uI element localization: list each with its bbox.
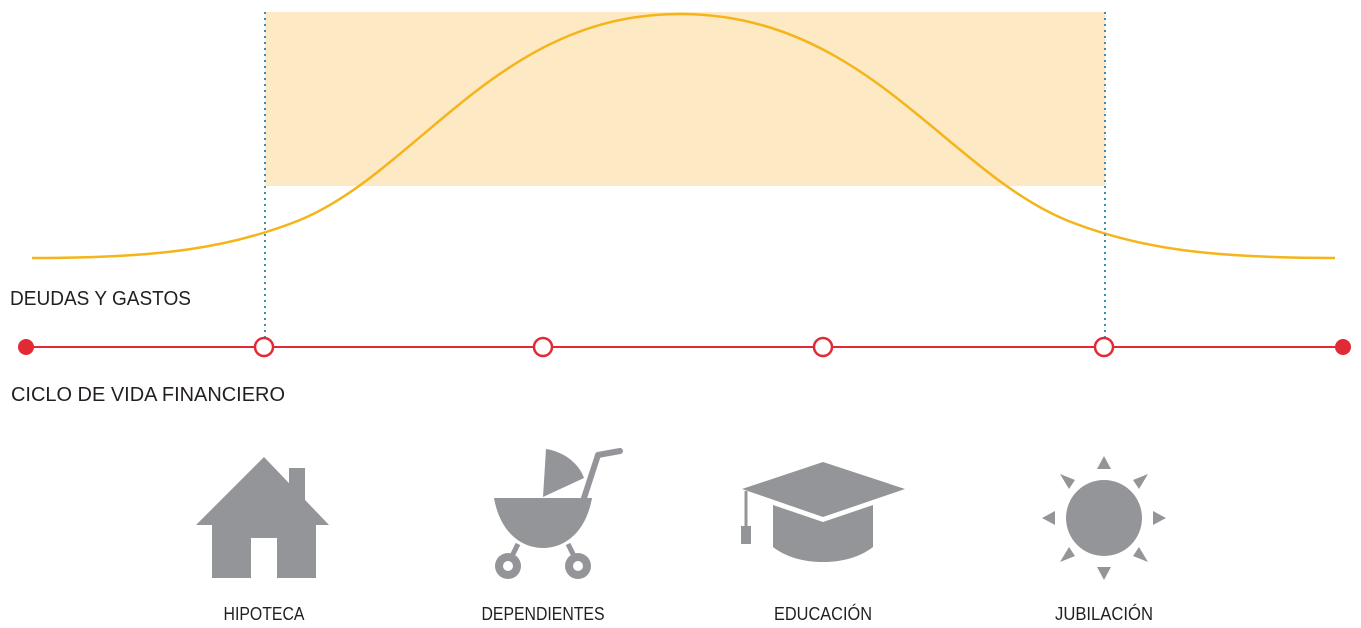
timeline-end-dot	[1335, 339, 1351, 355]
sun-icon	[1042, 456, 1166, 580]
house-icon	[196, 457, 329, 578]
stage-label-educacion: EDUCACIÓN	[774, 603, 872, 624]
debt-curve	[31, 12, 1336, 260]
timeline-node	[532, 336, 554, 358]
timeline-node	[1093, 336, 1115, 358]
stroller-icon	[494, 448, 623, 579]
peak-debt-band	[265, 12, 1105, 186]
timeline-start-dot	[18, 339, 34, 355]
debts-expenses-label: DEUDAS Y GASTOS	[10, 288, 191, 310]
graduation-cap-icon	[741, 462, 905, 562]
timeline-node	[253, 336, 275, 358]
stage-label-jubilacion: JUBILACIÓN	[1055, 603, 1153, 624]
stage-label-hipoteca: HIPOTECA	[224, 604, 305, 624]
financial-life-cycle-label: CICLO DE VIDA FINANCIERO	[11, 384, 285, 406]
stage-label-dependientes: DEPENDIENTES	[482, 604, 605, 624]
timeline-node	[812, 336, 834, 358]
